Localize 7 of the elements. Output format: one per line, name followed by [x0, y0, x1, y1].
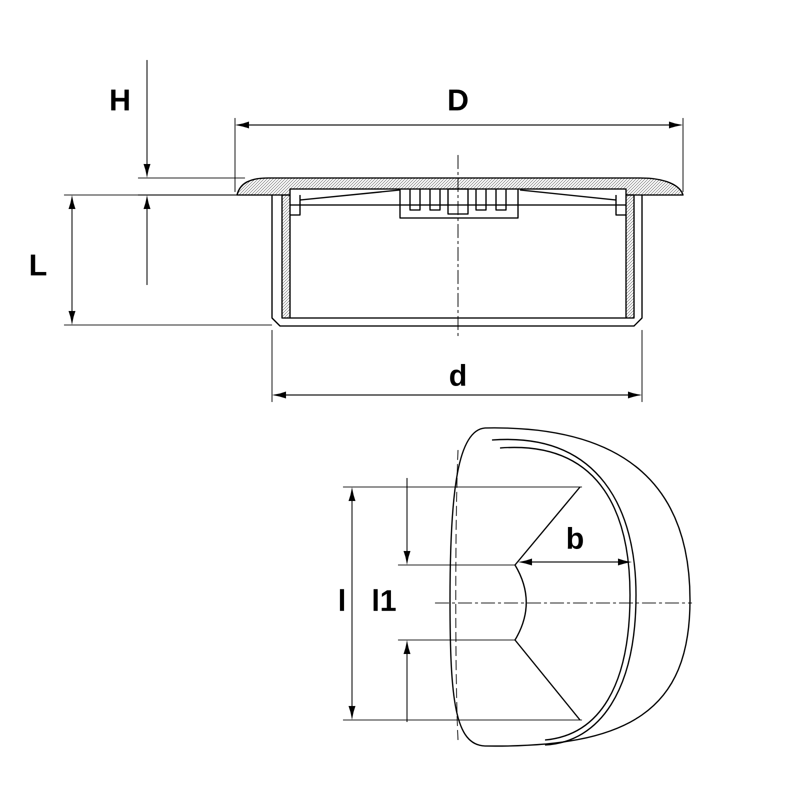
- dimension-label: L: [30, 254, 46, 276]
- dimension-label: H: [111, 90, 129, 110]
- dimension-label: b: [568, 527, 583, 550]
- dimension-label: d: [450, 364, 466, 386]
- dimension-label: l1: [374, 589, 396, 611]
- dimension-label: D: [449, 90, 468, 110]
- dimension-label: l: [340, 589, 344, 611]
